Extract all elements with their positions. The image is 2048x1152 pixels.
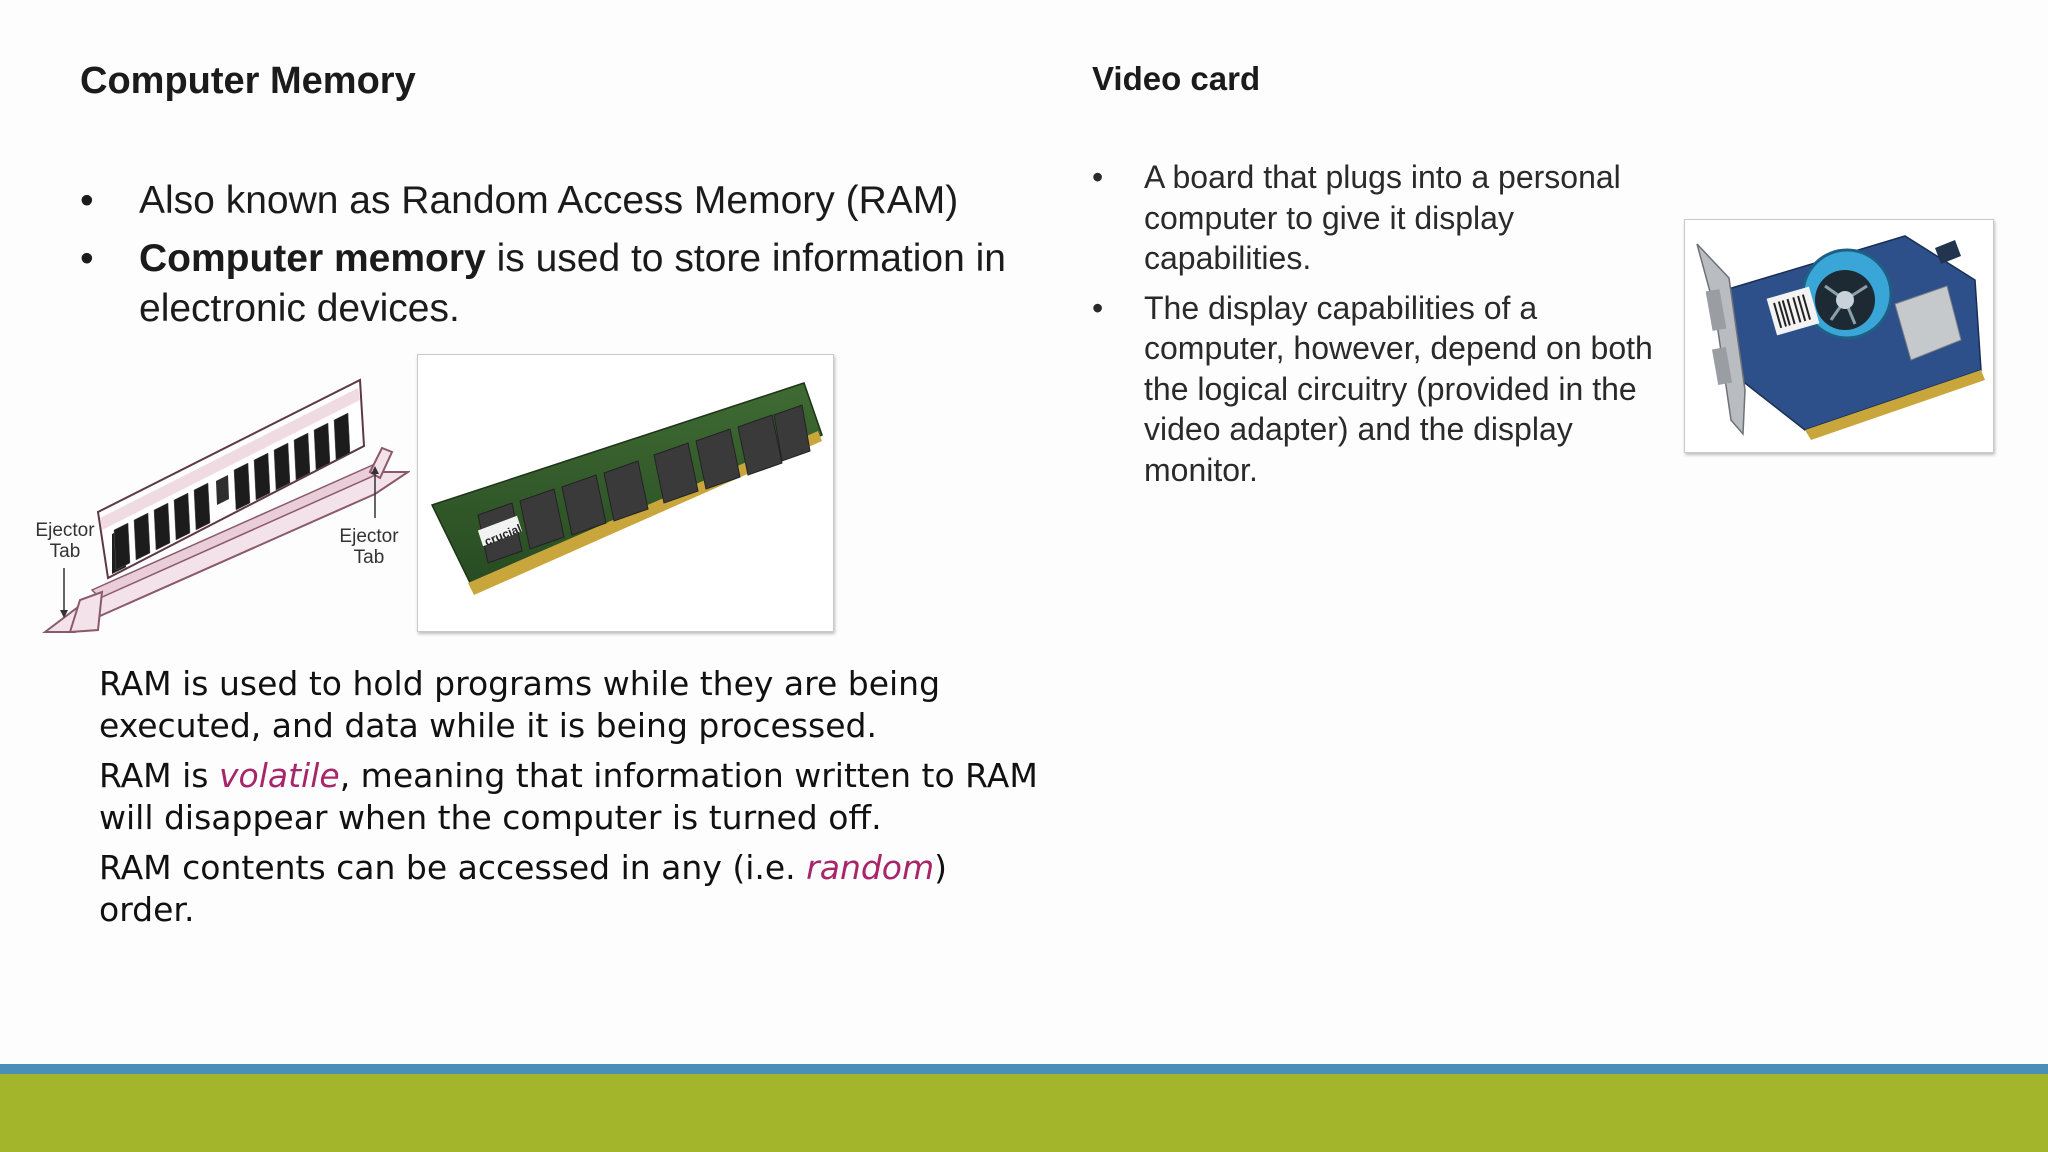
volatile-term: volatile	[218, 756, 340, 795]
paragraph-text: RAM is used to hold programs while they …	[99, 664, 941, 745]
random-term: random	[806, 848, 935, 887]
ram-paragraph-2: RAM is volatile, meaning that informatio…	[99, 755, 1039, 839]
bullet-icon: •	[80, 179, 94, 222]
ram-paragraph-1: RAM is used to hold programs while they …	[99, 663, 1039, 747]
bullet-icon: •	[80, 237, 94, 280]
ejector-tab-left-label: Ejector Tab	[35, 520, 95, 562]
video-card-title: Video card	[1092, 60, 1261, 97]
paragraph-text: RAM is	[99, 756, 219, 795]
bullet-text: A board that plugs into a personal compu…	[1144, 159, 1621, 276]
bullet-text: is used to store information in electron…	[139, 237, 1006, 330]
memory-bullet-2: • Computer memory is used to store infor…	[80, 234, 1060, 334]
ram-module-image: crucial	[430, 382, 823, 595]
ram-slot-illustration	[42, 378, 412, 634]
ejector-tab-right-label: Ejector Tab	[339, 526, 399, 568]
paragraph-text: ) order.	[99, 848, 948, 929]
paragraph-text: RAM contents can be accessed in any (i.e…	[99, 848, 807, 887]
bullet-icon: •	[1092, 159, 1104, 195]
memory-bullets: • Also known as Random Access Memory (RA…	[80, 176, 1060, 342]
bullet-bold-text: Computer memory	[139, 237, 486, 280]
memory-bullet-1: • Also known as Random Access Memory (RA…	[80, 176, 1060, 226]
footer-band	[0, 1074, 2048, 1152]
bullet-icon: •	[1092, 289, 1104, 326]
video-bullet-1: • A board that plugs into a personal com…	[1092, 157, 1672, 279]
ram-module-photo: crucial	[417, 354, 834, 632]
video-card-bullets: • A board that plugs into a personal com…	[1092, 157, 1672, 499]
ram-paragraph-3: RAM contents can be accessed in any (i.e…	[99, 847, 1039, 931]
paragraph-text: , meaning that information written to RA…	[99, 756, 1038, 837]
video-card-photo	[1684, 219, 1994, 453]
ram-slot-diagram: Ejector Tab Ejector Tab	[30, 360, 412, 650]
bullet-text: Also known as Random Access Memory (RAM)	[139, 179, 959, 222]
memory-title: Computer Memory	[80, 60, 416, 102]
video-card-image	[1696, 235, 1985, 440]
footer-accent-line	[0, 1064, 2048, 1074]
video-bullet-2: • The display capabilities of a computer…	[1092, 288, 1672, 491]
bullet-text: The display capabilities of a computer, …	[1144, 289, 1653, 488]
